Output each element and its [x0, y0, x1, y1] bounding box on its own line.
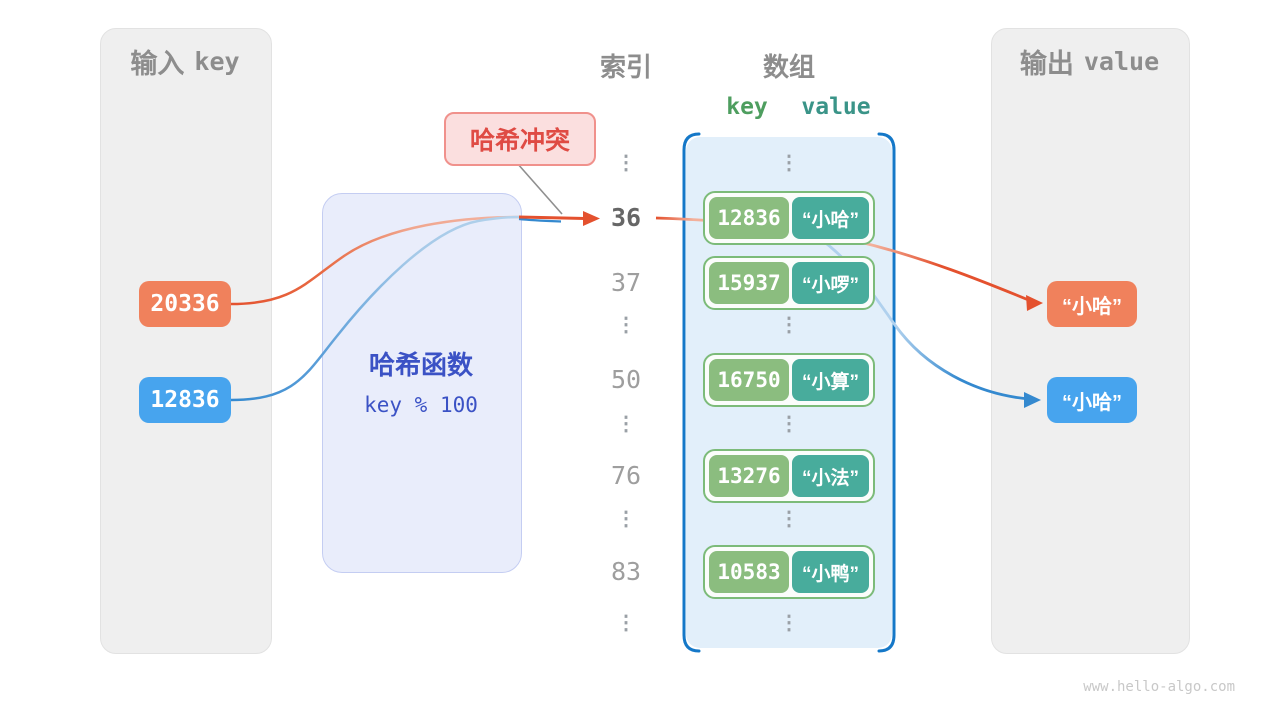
- bucket-row-76: 13276 “小法”: [703, 449, 875, 503]
- index-50: 50: [610, 365, 642, 394]
- bucket-row-50: 16750 “小算”: [703, 353, 875, 407]
- collision-pointer-line: [516, 162, 563, 215]
- output-value-blue: “小哈”: [1047, 377, 1137, 423]
- bucket-row-37: 15937 “小啰”: [703, 256, 875, 310]
- value-column-header: value: [801, 94, 871, 120]
- input-panel: [100, 28, 272, 654]
- array-right-bracket: [877, 132, 896, 653]
- watermark: www.hello-algo.com: [1083, 679, 1235, 695]
- input-panel-title: 输入 key: [100, 45, 270, 79]
- bucket-row-36: 12836 “小哈”: [703, 191, 875, 245]
- bucket-value: “小鸭”: [792, 551, 869, 593]
- hash-function-box: [322, 193, 522, 573]
- array-ellipsis: ⋮: [779, 152, 799, 174]
- input-title-zh: 输入: [130, 48, 185, 79]
- bucket-value: “小啰”: [792, 262, 869, 304]
- hash-function-formula: key % 100: [364, 393, 478, 417]
- array-column-header: 数组: [762, 52, 815, 82]
- index-ellipsis: ⋮: [616, 314, 636, 336]
- array-ellipsis: ⋮: [779, 508, 799, 530]
- array-ellipsis: ⋮: [779, 314, 799, 336]
- hash-collision-label: 哈希冲突: [444, 112, 596, 166]
- bucket-value: “小法”: [792, 455, 869, 497]
- bucket-value: “小算”: [792, 359, 869, 401]
- bucket-key: 15937: [709, 262, 789, 304]
- bucket-value: “小哈”: [792, 197, 869, 239]
- array-ellipsis: ⋮: [779, 612, 799, 634]
- output-title-zh: 输出: [1019, 48, 1074, 79]
- index-ellipsis: ⋮: [616, 508, 636, 530]
- output-value-orange: “小哈”: [1047, 281, 1137, 327]
- bucket-key: 10583: [709, 551, 789, 593]
- index-ellipsis: ⋮: [616, 413, 636, 435]
- index-76: 76: [610, 461, 642, 490]
- output-panel: [991, 28, 1190, 654]
- array-ellipsis: ⋮: [779, 413, 799, 435]
- bucket-key: 16750: [709, 359, 789, 401]
- bucket-key: 13276: [709, 455, 789, 497]
- input-key-12836: 12836: [139, 377, 231, 423]
- blue-merge-line: [518, 217, 562, 223]
- index-ellipsis: ⋮: [616, 612, 636, 634]
- input-title-latin: key: [194, 46, 240, 76]
- index-ellipsis: ⋮: [616, 152, 636, 174]
- index-36: 36: [610, 203, 642, 232]
- bucket-key: 12836: [709, 197, 789, 239]
- index-column-header: 索引: [599, 52, 652, 82]
- bucket-row-83: 10583 “小鸭”: [703, 545, 875, 599]
- arrow-hash-to-index36: [518, 215, 586, 220]
- key-column-header: key: [726, 94, 768, 120]
- array-left-bracket: [682, 132, 701, 653]
- index-83: 83: [610, 557, 642, 586]
- hash-function-title: 哈希函数: [368, 350, 473, 380]
- output-title-latin: value: [1083, 46, 1160, 76]
- output-panel-title: 输出 value: [991, 45, 1188, 79]
- index-37: 37: [610, 268, 642, 297]
- input-key-20336: 20336: [139, 281, 231, 327]
